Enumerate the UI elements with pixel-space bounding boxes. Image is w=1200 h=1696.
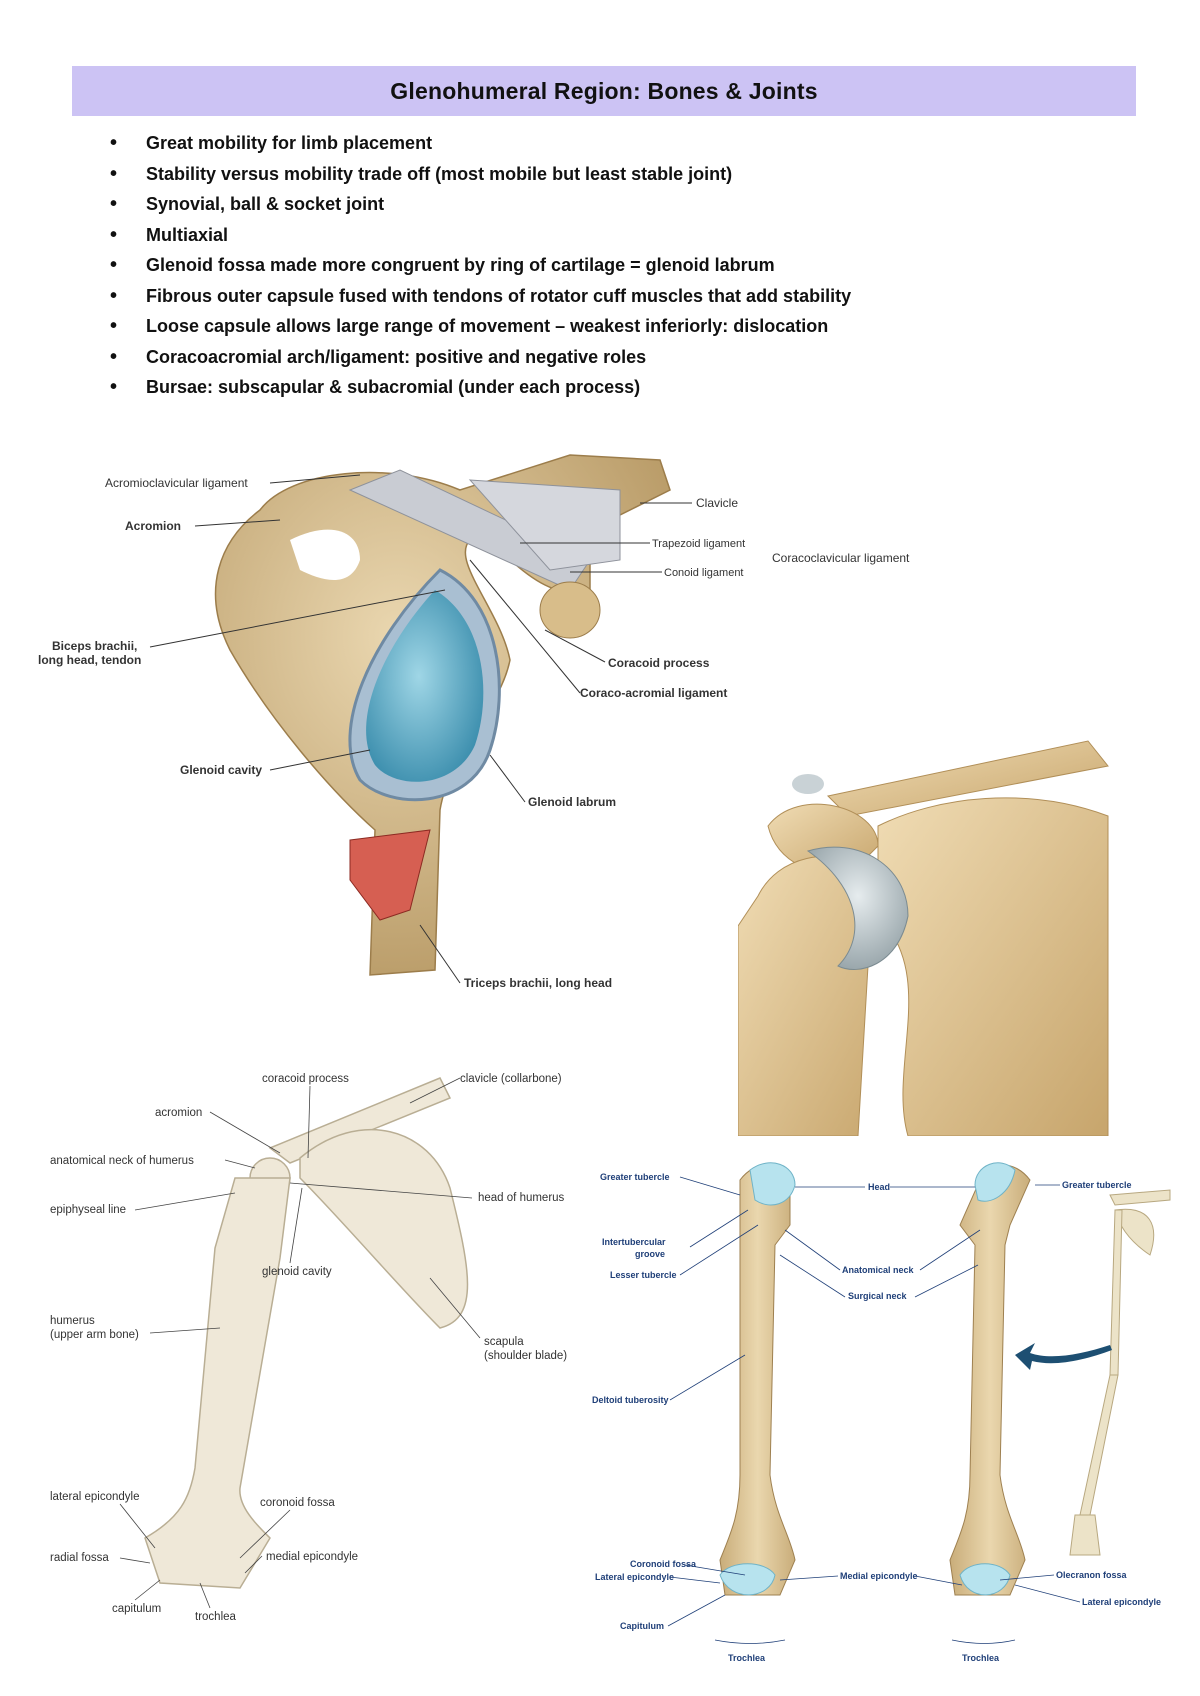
label-lesser: Lesser tubercle: [610, 1270, 677, 1280]
label-medial: medial epicondyle: [266, 1551, 358, 1563]
arm-skeleton-inset: [1070, 1190, 1170, 1555]
arrow-icon: [1015, 1343, 1112, 1370]
label-glenoid: glenoid cavity: [262, 1266, 332, 1278]
label-acromioclavicular: Acromioclavicular ligament: [105, 476, 248, 490]
label-trochlea-left: Trochlea: [728, 1653, 766, 1663]
labels: Greater tubercle Head Greater tubercle I…: [592, 1172, 1161, 1663]
label-coracoacromial: Coraco-acromial ligament: [580, 686, 727, 700]
shoulder-skeleton-illustration: coracoid process clavicle (collarbone) a…: [40, 1068, 600, 1638]
bullet-item: Multiaxial: [110, 220, 851, 251]
label-anatomical-neck: anatomical neck of humerus: [50, 1155, 194, 1167]
label-intertubercular-1: Intertubercular: [602, 1237, 666, 1247]
label-trochlea: trochlea: [195, 1611, 237, 1623]
label-glenoid-labrum: Glenoid labrum: [528, 795, 616, 809]
bullet-item: Synovial, ball & socket joint: [110, 189, 851, 220]
label-acromion: Acromion: [125, 519, 181, 533]
humerus-illustration: Greater tubercle Head Greater tubercle I…: [590, 1155, 1180, 1675]
label-olecranon: Olecranon fossa: [1056, 1570, 1128, 1580]
label-head: head of humerus: [478, 1192, 565, 1204]
label-coronoid: coronoid fossa: [260, 1497, 335, 1509]
label-acromion: acromion: [155, 1107, 202, 1119]
bullet-item: Great mobility for limb placement: [110, 128, 851, 159]
label-lateral-epicondyle: lateral epicondyle: [50, 1491, 140, 1503]
label-radial: radial fossa: [50, 1552, 109, 1564]
bullet-item: Fibrous outer capsule fused with tendons…: [110, 281, 851, 312]
label-trapezoid: Trapezoid ligament: [652, 538, 745, 550]
humerus-posterior: [950, 1163, 1030, 1595]
label-greater-right: Greater tubercle: [1062, 1180, 1132, 1190]
humerus-anterior: [720, 1163, 795, 1595]
label-coracoclavicular: Coracoclavicular ligament: [772, 551, 910, 565]
label-scapula-1: scapula: [484, 1336, 524, 1348]
bullet-item: Coracoacromial arch/ligament: positive a…: [110, 342, 851, 373]
label-epiphyseal: epiphyseal line: [50, 1204, 126, 1216]
label-trochlea-right: Trochlea: [962, 1653, 1000, 1663]
label-scapula-2: (shoulder blade): [484, 1350, 567, 1362]
label-biceps-1: Biceps brachii,: [52, 639, 137, 653]
label-intertubercular-2: groove: [635, 1249, 665, 1259]
label-biceps-2: long head, tendon: [38, 653, 141, 667]
label-humerus-2: (upper arm bone): [50, 1329, 139, 1341]
label-glenoid-cavity: Glenoid cavity: [180, 763, 262, 777]
bullet-item: Glenoid fossa made more congruent by rin…: [110, 250, 851, 281]
bullet-item: Bursae: subscapular & subacromial (under…: [110, 372, 851, 403]
label-lateral-right: Lateral epicondyle: [1082, 1597, 1161, 1607]
label-coracoid: Coracoid process: [608, 656, 710, 670]
bullet-item: Stability versus mobility trade off (mos…: [110, 159, 851, 190]
label-capitulum: capitulum: [112, 1603, 161, 1615]
label-capitulum: Capitulum: [620, 1621, 664, 1631]
label-triceps: Triceps brachii, long head: [464, 976, 612, 990]
label-anatomical: Anatomical neck: [842, 1265, 915, 1275]
title-bar: Glenohumeral Region: Bones & Joints: [72, 66, 1136, 116]
label-head: Head: [868, 1182, 890, 1192]
page-title: Glenohumeral Region: Bones & Joints: [390, 78, 817, 105]
label-clavicle: clavicle (collarbone): [460, 1073, 562, 1085]
label-coracoid: coracoid process: [262, 1073, 349, 1085]
label-surgical: Surgical neck: [848, 1291, 908, 1301]
label-clavicle: Clavicle: [696, 496, 738, 510]
label-lateral-left: Lateral epicondyle: [595, 1572, 674, 1582]
label-deltoid: Deltoid tuberosity: [592, 1395, 669, 1405]
label-medial: Medial epicondyle: [840, 1571, 918, 1581]
label-humerus-1: humerus: [50, 1315, 95, 1327]
label-conoid: Conoid ligament: [664, 567, 744, 579]
label-coronoid: Coronoid fossa: [630, 1559, 697, 1569]
label-greater-left: Greater tubercle: [600, 1172, 670, 1182]
shoulder-joint-illustration: [738, 736, 1118, 1136]
bullet-list: Great mobility for limb placement Stabil…: [110, 128, 851, 403]
bullet-item: Loose capsule allows large range of move…: [110, 311, 851, 342]
